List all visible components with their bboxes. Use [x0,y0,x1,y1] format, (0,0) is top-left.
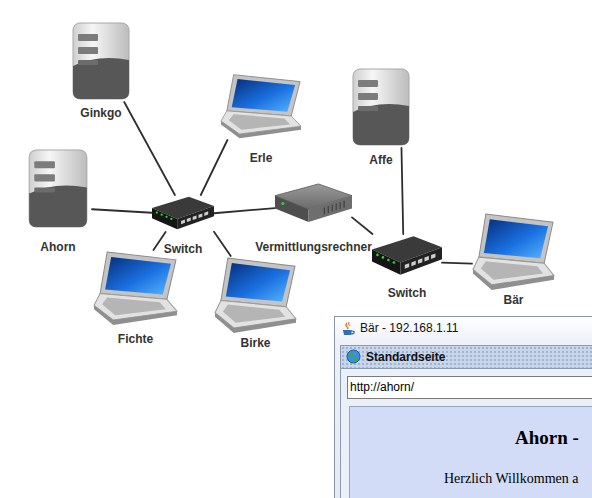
server-icon: Ginkgo [68,20,134,102]
laptop-icon: Erle [220,73,302,140]
laptop-symbol [214,256,297,335]
window-title: Bär - 192.168.1.11 [360,321,459,335]
router-icon: Vermittlungsrechner [275,182,352,225]
device-label: Birke [240,336,270,350]
device-label: Switch [164,242,203,256]
server-icon: Ahorn [24,147,92,230]
browser-frame: Standardseite http://ahorn/Ahorn - Herzlic… [340,345,592,498]
switch-symbol [372,234,442,278]
server-icon: Affe [348,66,414,148]
url-text: http://ahorn/ [350,380,414,394]
device-label: Bär [503,293,523,307]
network-cable [214,208,275,213]
server-symbol [24,147,92,230]
switch-icon: Switch [372,234,442,278]
network-cable [401,148,403,234]
page-heading: Ahorn - [515,427,579,449]
laptop-symbol [93,250,178,327]
server-symbol [68,20,134,102]
browser-window: Bär - 192.168.1.11Standardseite http://ah… [334,316,592,498]
network-cable [124,102,175,195]
laptop-icon: Fichte [93,250,178,327]
tab-title: Standardseite [366,350,445,364]
device-label: Vermittlungsrechner [255,240,372,254]
device-label: Fichte [118,332,153,346]
switch-icon: Switch [152,195,214,232]
network-cable [442,263,472,264]
laptop-icon: Bär [472,212,555,292]
url-field: http://ahorn/ [347,376,592,399]
device-label: Ginkgo [80,106,121,120]
network-cable [214,232,231,256]
network-cable [92,209,152,213]
network-cable [201,140,228,195]
server-symbol [348,66,414,148]
web-page-panel: Ahorn - Herzlich Willkommen a [349,406,592,498]
device-label: Switch [388,286,427,300]
switch-symbol [152,195,214,232]
router-symbol [275,182,352,225]
laptop-symbol [220,73,302,140]
device-label: Ahorn [40,240,75,254]
device-label: Erle [250,151,273,165]
laptop-icon: Birke [214,256,297,335]
page-text: Herzlich Willkommen a [444,471,578,487]
device-label: Affe [369,153,392,167]
network-cable [352,217,372,234]
laptop-symbol [472,212,555,292]
